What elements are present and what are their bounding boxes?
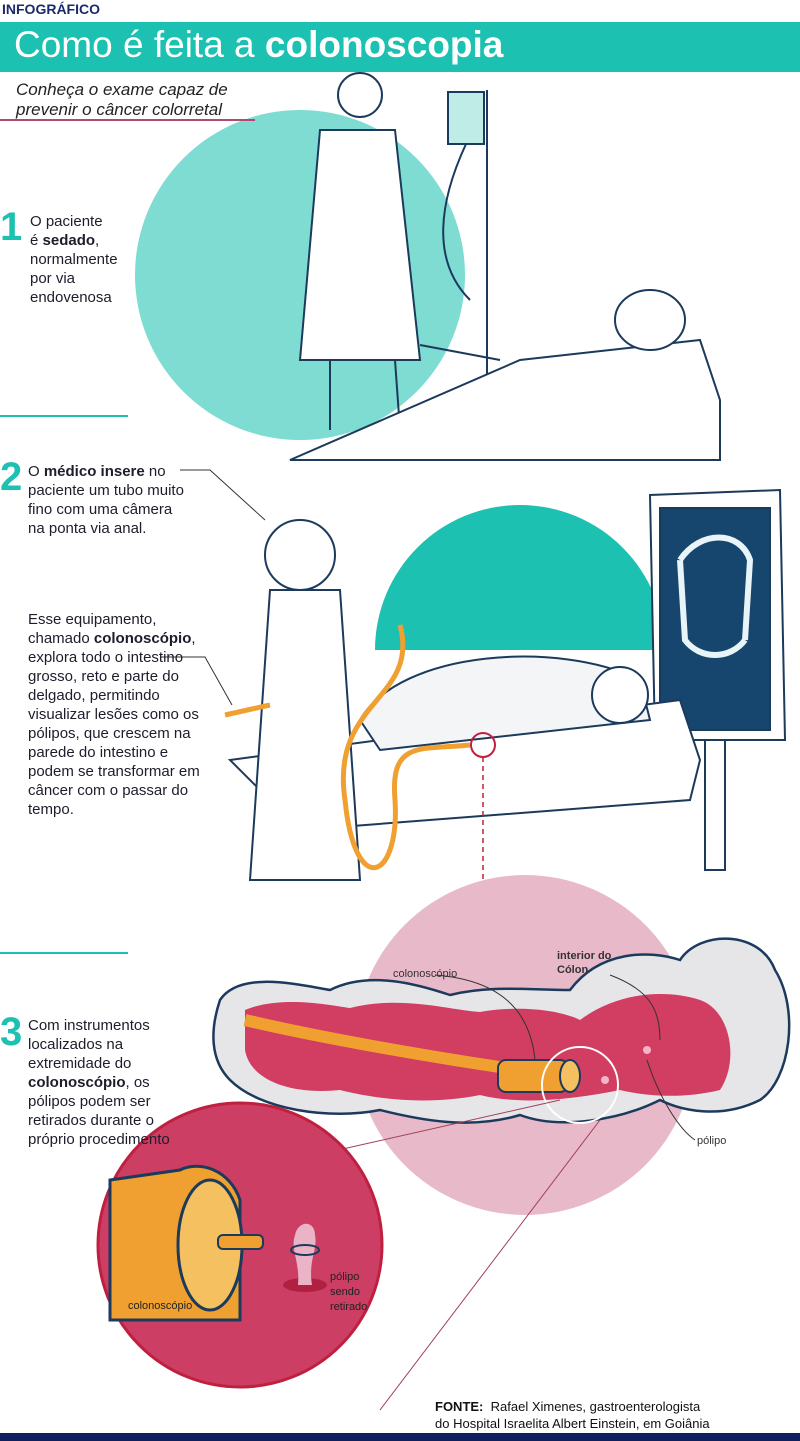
subtitle-line2: prevenir o câncer colorretal [16,100,222,119]
doctor2-illustration [248,519,362,881]
title-bold: colonoscopia [264,24,504,65]
step3-text-bold: colonoscópio [28,1074,126,1091]
zoom-connector-lines [324,1099,601,1411]
step2-number: 2 [0,455,23,499]
subtitle-line1: Conheça o exame capaz de [16,80,228,99]
step1-text-pre2: é [30,232,43,249]
polyp-label: pólipo [697,1135,727,1147]
step1-text-rest: normalmente por via endovenosa [30,251,118,306]
leader-line [646,1059,696,1141]
zoom-polyp-label: pólipo sendo retirado [330,1271,368,1313]
section-divider [0,952,128,954]
monitor-illustration [648,488,787,871]
colonoscope-tube-end [224,702,271,718]
step2-text-post: no paciente um tubo muito fino com uma c… [28,463,184,537]
step1-number: 1 [0,205,23,249]
step3-text-post: , os pólipos podem ser retirados durante… [28,1074,170,1148]
doctor-illustration [298,72,422,431]
step2-text-bold: médico insere [43,463,145,480]
page-title: Como é feita a colonoscopia [14,24,503,66]
source-line1: Rafael Ximenes, gastroenterologista [490,1399,701,1414]
colonoscope-label: colonoscópio [393,968,458,980]
step2-para2-post: , explora todo o intestino grosso, reto … [28,630,200,818]
section-divider [0,415,128,417]
zoomed-detail-illustration [96,1101,384,1389]
title-regular: Como é feita a [14,24,265,65]
leader-line [609,974,661,1041]
step1-text-post: , [95,232,100,249]
step1-text-bold: sedado [42,232,96,249]
zoom-colonoscope-label: colonoscópio [128,1300,193,1312]
leader-line [160,656,233,706]
step2-paragraph2: Esse equipamento, chamado colonoscópio, … [28,610,200,819]
iv-stand-illustration [442,90,488,400]
subtitle-underline [0,119,255,121]
step2-para2-bold: colonoscópio [93,630,192,647]
leader-line [434,974,536,1061]
colon-illustration [212,937,791,1124]
step1-background-circle [135,110,465,440]
colon-interior-label: interior do Cólon [557,950,612,976]
step2-text: O médico insere no paciente um tubo muit… [28,462,188,538]
source-label: FONTE: [435,1399,484,1414]
zoom-source-circle [541,1046,619,1124]
step3-text-pre: Com instrumentos localizados na extremid… [28,1017,150,1072]
step2-text-pre: O [28,463,44,480]
colonoscope-tube [340,624,471,870]
source-line2: do Hospital Israelita Albert Einstein, e… [435,1416,710,1431]
step3-text: Com instrumentos localizados na extremid… [28,1016,178,1149]
step1-text: O paciente é sedado, normalmente por via … [30,212,140,307]
patient-bed-illustration [289,289,721,461]
step1-text-pre: O paciente [30,213,103,230]
leader-line [180,469,266,521]
kicker-label: INFOGRÁFICO [2,1,100,17]
step2-background-circle [375,505,665,650]
footer-bar [0,1433,800,1441]
step2-para2-pre: Esse equipamento, chamado [28,611,157,647]
step3-number: 3 [0,1010,23,1054]
source-credit: FONTE: Rafael Ximenes, gastroenterologis… [435,1398,710,1432]
title-band [0,22,800,72]
